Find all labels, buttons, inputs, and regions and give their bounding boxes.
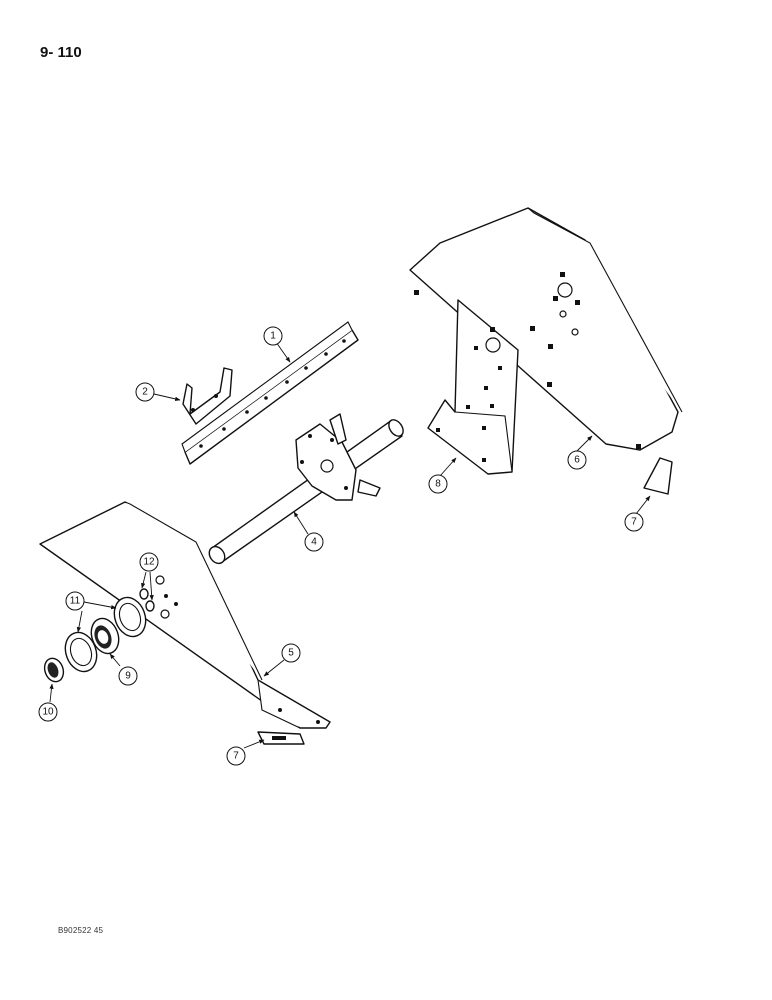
callout-8: 8: [428, 474, 448, 494]
svg-text:5: 5: [288, 648, 294, 659]
svg-text:6: 6: [574, 455, 580, 466]
part-11-flange: [64, 596, 147, 673]
part-6-right-shield: [409, 207, 683, 451]
callout-7-left: 7: [226, 746, 246, 766]
svg-text:10: 10: [42, 707, 54, 718]
figure-code: B902522 45: [58, 926, 104, 935]
part-8-mounting-plate: [427, 299, 519, 475]
svg-text:2: 2: [142, 387, 148, 398]
part-4-shaft: [208, 413, 404, 565]
svg-text:11: 11: [70, 596, 81, 607]
callout-9: 9: [118, 666, 138, 686]
leader-lines: [49, 341, 651, 749]
svg-text:7: 7: [233, 751, 239, 762]
callout-2: 2: [135, 382, 155, 402]
callout-11: 11: [65, 591, 85, 611]
callout-1: 1: [263, 326, 283, 346]
part-1-bar: [181, 321, 359, 465]
part-5-left-shield: [39, 501, 331, 729]
callout-12: 12: [139, 552, 159, 572]
part-12-spacers: [139, 588, 155, 612]
part-10-collar: [43, 657, 65, 683]
callout-5: 5: [281, 643, 301, 663]
svg-text:8: 8: [435, 479, 441, 490]
svg-text:4: 4: [311, 537, 317, 548]
part-2-u-bracket: [182, 367, 233, 425]
callout-6: 6: [567, 450, 587, 470]
svg-text:1: 1: [270, 331, 276, 342]
svg-text:12: 12: [143, 557, 155, 568]
part-9-bearing: [90, 617, 120, 655]
callout-4: 4: [304, 532, 324, 552]
part-7-pad-left: [257, 731, 305, 745]
svg-text:7: 7: [631, 517, 637, 528]
callout-10: 10: [38, 702, 58, 722]
svg-text:9: 9: [125, 671, 131, 682]
page-number: 9- 110: [40, 44, 82, 61]
part-7-pad-right: [643, 457, 673, 495]
callout-7-right: 7: [624, 512, 644, 532]
